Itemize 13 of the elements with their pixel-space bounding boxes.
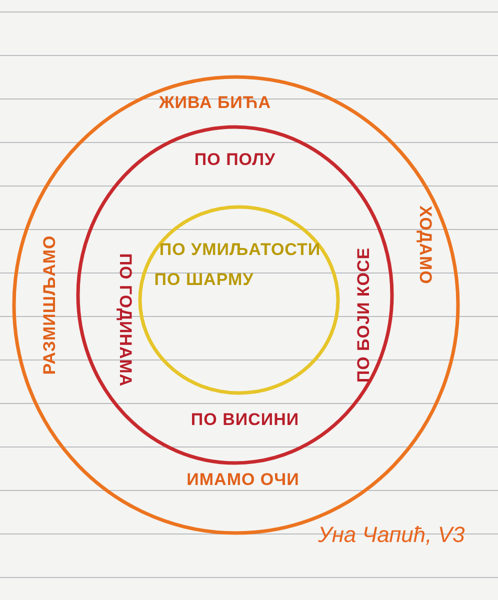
circle-label: ПО ШАРМУ [154,270,254,290]
circle-label: ХОДАМО [415,206,435,284]
circle-label: ЖИВА БИЋА [158,93,272,113]
circle-label: ПО БОЈИ КОСЕ [354,247,374,383]
circle [138,205,340,395]
circle-label: ПО ГОДИНАМА [115,253,135,387]
circle-label: ИМАМО ОЧИ [186,470,300,490]
circle-label: ПО ПОЛУ [194,150,276,170]
circle-label: РАЗМИШЉАМО [40,235,60,375]
circle [76,125,394,465]
circle-label: ПО ВИСИНИ [190,410,300,430]
circle-label: ПО УМИЉАТОСТИ [159,240,321,260]
signature: Уна Чапић, V3 [318,522,465,548]
